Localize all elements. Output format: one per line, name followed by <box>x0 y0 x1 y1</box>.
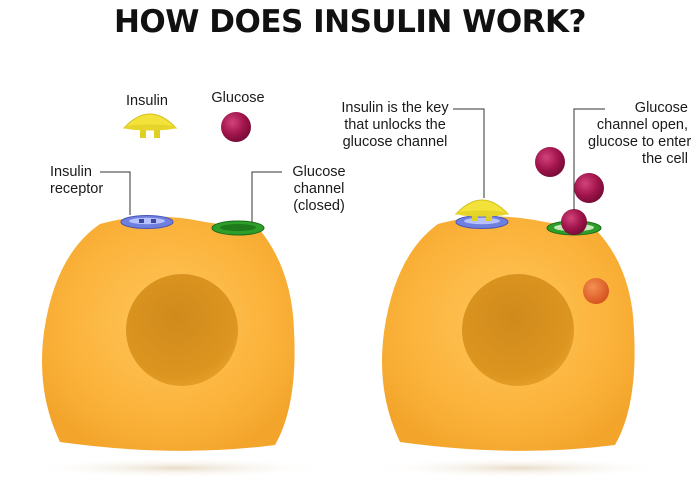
bound-insulin-icon <box>454 199 510 221</box>
legend-insulin-icon <box>122 113 178 138</box>
right-insulin-receptor-icon <box>455 215 509 229</box>
right-cell-nucleus <box>462 274 574 386</box>
left-cell-shadow <box>28 458 328 478</box>
legend-glucose-icon <box>221 112 251 142</box>
glucose-inside-cell-icon <box>583 278 609 304</box>
open-channel-leader-line <box>573 108 605 210</box>
receptor-leader-line <box>100 171 131 215</box>
legend-insulin-label: Insulin <box>126 93 168 109</box>
page-title: HOW DOES INSULIN WORK? <box>113 4 587 40</box>
legend-glucose-label: Glucose <box>211 90 265 106</box>
glucose-channel-closed-label: Glucose channel (closed) <box>292 164 346 214</box>
channel-leader-line <box>251 171 282 222</box>
glucose-molecule-icon <box>535 147 565 177</box>
left-glucose-channel-closed-icon <box>211 220 265 236</box>
insulin-receptor-label: Insulin receptor <box>50 164 104 197</box>
left-cell-nucleus <box>126 274 238 386</box>
left-insulin-receptor-icon <box>120 215 174 229</box>
right-cell-shadow <box>368 458 668 478</box>
key-leader-line <box>453 108 485 198</box>
glucose-entering-channel-icon <box>561 209 587 235</box>
glucose-channel-open-label: Glucose channel open, glucose to enter t… <box>588 100 692 167</box>
insulin-key-label: Insulin is the key that unlocks the gluc… <box>341 100 449 150</box>
glucose-molecule-icon <box>574 173 604 203</box>
